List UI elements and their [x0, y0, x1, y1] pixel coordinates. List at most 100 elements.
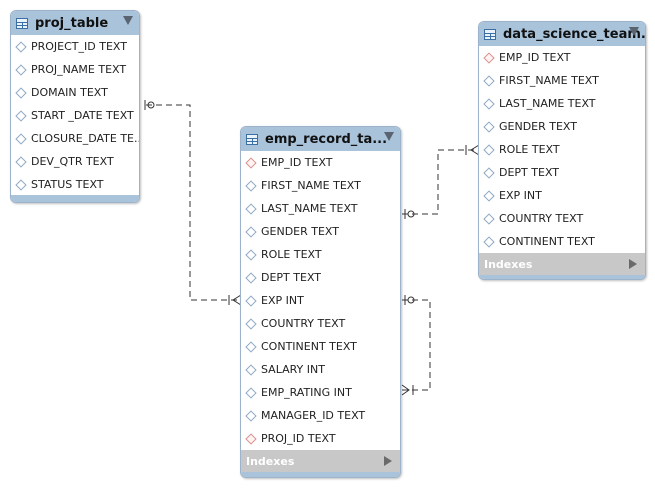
rel-emp-self-line: [402, 299, 431, 391]
column-row[interactable]: PROJECT_ID TEXT: [11, 35, 139, 58]
column-row[interactable]: FIRST_NAME TEXT: [479, 69, 645, 92]
column-label: GENDER TEXT: [261, 225, 339, 238]
rel-emp-ds-crow-foot: [470, 144, 480, 156]
column-label: STATUS TEXT: [31, 178, 104, 191]
column-diamond-icon: [483, 120, 495, 133]
column-diamond-icon: [245, 409, 257, 422]
data-science-team-indexes-section[interactable]: Indexes: [479, 253, 645, 275]
column-row[interactable]: EMP_ID TEXT: [241, 151, 400, 174]
column-label: PROJ_ID TEXT: [261, 432, 336, 445]
column-label: SALARY INT: [261, 363, 325, 376]
column-diamond-icon: [483, 97, 495, 110]
column-row[interactable]: GENDER TEXT: [241, 220, 400, 243]
column-diamond-icon: [245, 317, 257, 330]
collapse-arrow-icon[interactable]: [123, 16, 133, 25]
column-label: ROLE TEXT: [499, 143, 560, 156]
column-diamond-icon: [483, 74, 495, 87]
column-row[interactable]: DEPT TEXT: [479, 161, 645, 184]
emp-record-table-entity[interactable]: emp_record_ta... EMP_ID TEXT FIRST_NAME T…: [240, 126, 401, 478]
data-science-team-header[interactable]: data_science_team...: [479, 22, 645, 46]
column-diamond-icon: [15, 40, 27, 53]
column-row[interactable]: LAST_NAME TEXT: [241, 197, 400, 220]
column-row[interactable]: DOMAIN TEXT: [11, 81, 139, 104]
column-row[interactable]: EMP_ID TEXT: [479, 46, 645, 69]
column-label: EMP_ID TEXT: [499, 51, 571, 64]
column-row[interactable]: EXP INT: [241, 289, 400, 312]
column-label: LAST_NAME TEXT: [261, 202, 358, 215]
column-row[interactable]: EXP INT: [479, 184, 645, 207]
proj-table-entity[interactable]: proj_table PROJECT_ID TEXT PROJ_NAME TEXT…: [10, 10, 140, 203]
column-row[interactable]: GENDER TEXT: [479, 115, 645, 138]
emp-record-table-columns: EMP_ID TEXT FIRST_NAME TEXT LAST_NAME TEXT…: [241, 151, 400, 450]
column-row[interactable]: FIRST_NAME TEXT: [241, 174, 400, 197]
column-label: ROLE TEXT: [261, 248, 322, 261]
column-row[interactable]: STATUS TEXT: [11, 173, 139, 196]
column-row[interactable]: CLOSURE_DATE TE...: [11, 127, 139, 150]
column-row[interactable]: PROJ_NAME TEXT: [11, 58, 139, 81]
column-diamond-icon: [245, 271, 257, 284]
rel-emp-ds-circle: [407, 210, 415, 218]
table-icon: [484, 28, 496, 40]
emp-record-table-footer: [241, 472, 400, 477]
column-label: DOMAIN TEXT: [31, 86, 108, 99]
column-label: MANAGER_ID TEXT: [261, 409, 366, 422]
column-diamond-icon: [15, 86, 27, 99]
emp-record-table-header[interactable]: emp_record_ta...: [241, 127, 400, 151]
proj-table-header[interactable]: proj_table: [11, 11, 139, 35]
data-science-team-entity[interactable]: data_science_team... EMP_ID TEXT FIRST_NA…: [478, 21, 646, 280]
column-row[interactable]: ROLE TEXT: [479, 138, 645, 161]
column-diamond-icon: [245, 386, 257, 399]
rel-proj-emp-line: [146, 104, 241, 301]
rel-emp-self-crow-foot: [401, 384, 410, 396]
column-label: LAST_NAME TEXT: [499, 97, 596, 110]
emp-record-indexes-section[interactable]: Indexes: [241, 450, 400, 472]
expand-arrow-icon[interactable]: [629, 259, 637, 269]
column-label: DEPT TEXT: [499, 166, 560, 179]
column-label: CONTINENT TEXT: [261, 340, 357, 353]
column-row[interactable]: MANAGER_ID TEXT: [241, 404, 400, 427]
column-label: FIRST_NAME TEXT: [261, 179, 361, 192]
column-row[interactable]: SALARY INT: [241, 358, 400, 381]
expand-arrow-icon[interactable]: [384, 456, 392, 466]
key-diamond-icon: [245, 156, 257, 169]
column-label: CONTINENT TEXT: [499, 235, 595, 248]
rel-proj-emp-circle: [147, 101, 155, 109]
column-row[interactable]: DEV_QTR TEXT: [11, 150, 139, 173]
column-row[interactable]: EMP_RATING INT: [241, 381, 400, 404]
column-row[interactable]: LAST_NAME TEXT: [479, 92, 645, 115]
column-label: FIRST_NAME TEXT: [499, 74, 599, 87]
emp-record-table-title: emp_record_ta...: [265, 131, 388, 147]
column-diamond-icon: [245, 225, 257, 238]
column-row[interactable]: COUNTRY TEXT: [479, 207, 645, 230]
proj-table-title: proj_table: [35, 15, 109, 31]
column-row[interactable]: START _DATE TEXT: [11, 104, 139, 127]
column-label: EMP_RATING INT: [261, 386, 352, 399]
column-row[interactable]: ROLE TEXT: [241, 243, 400, 266]
column-row[interactable]: CONTINENT TEXT: [241, 335, 400, 358]
column-diamond-icon: [245, 248, 257, 261]
column-label: PROJ_NAME TEXT: [31, 63, 127, 76]
column-label: START _DATE TEXT: [31, 109, 134, 122]
column-row[interactable]: COUNTRY TEXT: [241, 312, 400, 335]
key-diamond-icon: [483, 51, 495, 64]
column-diamond-icon: [245, 179, 257, 192]
column-row[interactable]: PROJ_ID TEXT: [241, 427, 400, 450]
indexes-label: Indexes: [484, 257, 533, 271]
column-label: COUNTRY TEXT: [499, 212, 584, 225]
table-icon: [16, 17, 28, 29]
data-science-team-footer: [479, 275, 645, 279]
column-diamond-icon: [15, 155, 27, 168]
column-diamond-icon: [245, 363, 257, 376]
column-row[interactable]: DEPT TEXT: [241, 266, 400, 289]
collapse-arrow-icon[interactable]: [384, 132, 394, 141]
column-diamond-icon: [15, 178, 27, 191]
column-diamond-icon: [483, 235, 495, 248]
column-diamond-icon: [483, 212, 495, 225]
column-row[interactable]: CONTINENT TEXT: [479, 230, 645, 253]
collapse-arrow-icon[interactable]: [629, 27, 639, 36]
column-diamond-icon: [15, 109, 27, 122]
key-diamond-icon: [245, 432, 257, 445]
column-label: GENDER TEXT: [499, 120, 577, 133]
